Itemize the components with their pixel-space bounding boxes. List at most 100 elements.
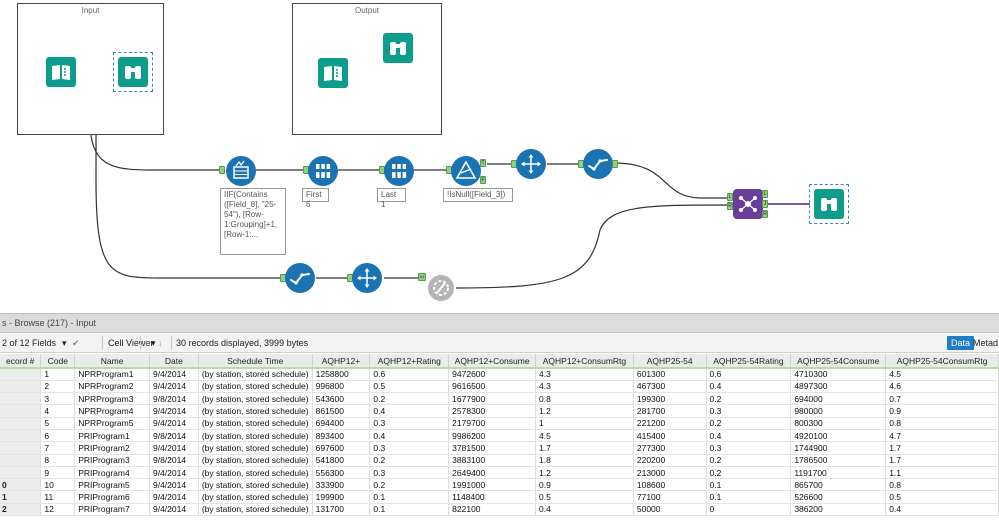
table-cell[interactable]: 9 [40, 466, 76, 480]
table-cell[interactable]: 199900 [312, 490, 371, 504]
table-cell[interactable]: 4.3 [535, 380, 634, 394]
join-l-output-anchor[interactable]: L [762, 190, 768, 198]
table-cell[interactable]: 1.7 [885, 441, 999, 455]
table-cell[interactable]: 9/4/2014 [149, 478, 199, 492]
table-cell[interactable]: 0.8 [885, 417, 999, 430]
fields-selector[interactable]: 2 of 12 Fields [2, 338, 57, 348]
table-cell[interactable]: 9/8/2014 [149, 429, 199, 443]
table-cell[interactable]: 0.6 [369, 368, 450, 381]
workflow-canvas[interactable]: Input Output IIF(Contain [0, 0, 999, 313]
table-cell[interactable]: 1786500 [790, 454, 887, 467]
table-cell[interactable]: 1148400 [448, 490, 537, 504]
table-cell[interactable]: (by station, stored schedule) [198, 441, 313, 455]
row-number-cell[interactable] [0, 368, 42, 381]
table-cell[interactable]: 0.2 [706, 392, 792, 406]
table-cell[interactable]: 0.9 [885, 404, 999, 418]
table-cell[interactable]: 0.8 [885, 478, 999, 492]
table-cell[interactable]: NPRProgram2 [74, 380, 150, 394]
sample-tool[interactable] [308, 156, 338, 186]
column-header[interactable]: AQHP25-54 [633, 354, 707, 369]
table-cell[interactable]: 1 [40, 368, 76, 381]
table-cell[interactable]: NPRProgram4 [74, 404, 150, 418]
output-anchor[interactable] [612, 160, 618, 168]
join-r-output-anchor[interactable]: R [762, 210, 768, 218]
table-cell[interactable]: 0.5 [369, 380, 450, 394]
table-cell[interactable]: 9/4/2014 [149, 380, 199, 394]
table-cell[interactable]: (by station, stored schedule) [198, 368, 313, 381]
table-cell[interactable]: 893400 [312, 429, 371, 443]
table-cell[interactable]: 2 [40, 380, 76, 394]
table-cell[interactable]: 0.3 [369, 417, 450, 430]
table-cell[interactable]: 1.7 [535, 441, 634, 455]
input-anchor[interactable] [219, 166, 225, 174]
table-cell[interactable]: (by station, stored schedule) [198, 417, 313, 430]
table-cell[interactable]: 0.7 [885, 392, 999, 406]
table-cell[interactable]: 1.2 [535, 404, 634, 418]
table-cell[interactable]: 865700 [790, 478, 887, 492]
table-cell[interactable]: 9/4/2014 [149, 441, 199, 455]
table-cell[interactable]: 822100 [448, 503, 537, 517]
input-data-tool[interactable] [318, 58, 348, 88]
table-cell[interactable]: 0.4 [369, 404, 450, 418]
arrow-down-icon[interactable]: ↓ [158, 338, 163, 348]
table-cell[interactable]: 0.2 [706, 454, 792, 467]
table-cell[interactable]: 77100 [633, 490, 707, 504]
column-header[interactable]: Date [149, 354, 199, 369]
table-cell[interactable]: 1 [535, 417, 634, 430]
table-cell[interactable]: 0.4 [885, 503, 999, 517]
table-cell[interactable]: NPRProgram1 [74, 368, 150, 381]
column-header[interactable]: ecord # [0, 354, 42, 369]
table-cell[interactable]: 2578300 [448, 404, 537, 418]
table-cell[interactable]: (by station, stored schedule) [198, 466, 313, 480]
table-cell[interactable]: 3883100 [448, 454, 537, 467]
table-cell[interactable]: 12 [40, 503, 76, 517]
table-cell[interactable]: 0.3 [706, 404, 792, 418]
column-header[interactable]: AQHP25-54ConsumRtg [885, 354, 999, 369]
join-tool[interactable] [733, 189, 763, 219]
table-cell[interactable]: 1258800 [312, 368, 371, 381]
table-cell[interactable]: PRIProgram6 [74, 490, 150, 504]
table-cell[interactable]: 526600 [790, 490, 887, 504]
table-cell[interactable]: 1.7 [885, 454, 999, 467]
table-cell[interactable]: 2649400 [448, 466, 537, 480]
table-cell[interactable]: 9/8/2014 [149, 454, 199, 467]
table-cell[interactable]: 108600 [633, 478, 707, 492]
table-cell[interactable]: 4.6 [885, 380, 999, 394]
table-cell[interactable]: 996800 [312, 380, 371, 394]
table-cell[interactable]: 0.2 [369, 392, 450, 406]
chevron-down-icon[interactable]: ▾ [62, 338, 67, 348]
table-cell[interactable]: 9/4/2014 [149, 404, 199, 418]
table-cell[interactable]: 861500 [312, 404, 371, 418]
row-number-cell[interactable] [0, 392, 42, 406]
table-cell[interactable]: 221200 [633, 417, 707, 430]
table-cell[interactable]: 697600 [312, 441, 371, 455]
table-cell[interactable]: 0.3 [369, 441, 450, 455]
table-cell[interactable]: 4.7 [885, 429, 999, 443]
table-cell[interactable]: 281700 [633, 404, 707, 418]
table-cell[interactable]: 3 [40, 392, 76, 406]
row-number-cell[interactable] [0, 466, 42, 480]
table-cell[interactable]: (by station, stored schedule) [198, 392, 313, 406]
table-cell[interactable]: 0.4 [706, 429, 792, 443]
join-left-anchor[interactable]: L [727, 193, 733, 201]
table-cell[interactable]: 1.8 [535, 454, 634, 467]
table-cell[interactable]: 50000 [633, 503, 707, 517]
table-cell[interactable]: 0.2 [369, 454, 450, 467]
table-cell[interactable]: 277300 [633, 441, 707, 455]
table-cell[interactable]: 1.2 [535, 466, 634, 480]
table-cell[interactable]: 0.4 [535, 503, 634, 517]
row-number-cell[interactable]: 2 [0, 503, 42, 517]
column-header[interactable]: AQHP12+ [312, 354, 371, 369]
chevron-down-icon[interactable]: ▾ [151, 338, 156, 348]
dynamic-rename-tool[interactable] [583, 149, 613, 179]
table-cell[interactable]: 4.3 [535, 368, 634, 381]
